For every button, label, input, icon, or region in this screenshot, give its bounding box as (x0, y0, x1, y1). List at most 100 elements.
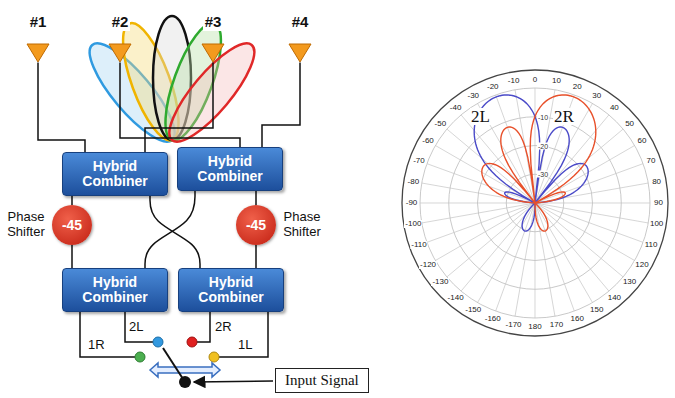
angle-label: -100 (404, 220, 422, 228)
antenna-number: #4 (290, 14, 311, 31)
switch-pivot (179, 376, 191, 388)
phase-shifter-label: Phase Shifter (4, 210, 48, 240)
antenna-number: #2 (110, 14, 131, 31)
plot-border (402, 70, 668, 336)
connector (71, 245, 73, 268)
grid-spoke (535, 129, 623, 203)
angle-label: -130 (431, 278, 449, 286)
radial-scale-label: -10 (537, 113, 549, 120)
antenna-symbol (288, 43, 312, 63)
antenna-element: #4 (284, 14, 316, 63)
antenna-element: #1 (22, 14, 54, 63)
connector (71, 196, 73, 205)
angle-label: -50 (434, 120, 448, 128)
hybrid-combiner-box: Hybrid Combiner (62, 152, 168, 196)
polar-plot (402, 70, 668, 336)
antenna-triangle (202, 44, 224, 62)
port-dot (187, 337, 197, 347)
node-text: Hybrid Combiner (184, 154, 276, 185)
antenna-symbol (201, 43, 225, 63)
angle-label: -140 (447, 294, 465, 302)
beam-label: 2R (553, 108, 575, 125)
grid-spoke (420, 203, 535, 204)
angle-label: 110 (644, 241, 659, 249)
connector (38, 63, 85, 153)
grid-spoke (535, 203, 574, 311)
grid-spoke (478, 203, 536, 303)
angle-label: -160 (484, 315, 502, 323)
connector (145, 63, 213, 153)
angle-label: -40 (449, 104, 463, 112)
antenna-symbol (26, 43, 50, 63)
grid-spoke (535, 203, 555, 316)
angle-label: 170 (549, 321, 564, 329)
angle-label: 40 (609, 104, 620, 112)
port-wire (80, 312, 135, 357)
input-box: Input Signal (275, 368, 369, 393)
port-label: 1R (88, 338, 105, 352)
grid-spoke (535, 88, 536, 203)
port-label: 2L (129, 320, 143, 334)
angle-label: -10 (507, 77, 521, 85)
node-text: Hybrid Combiner (185, 275, 277, 306)
angle-label: 100 (649, 220, 664, 228)
angle-label: 130 (622, 278, 637, 286)
switch-lever (163, 348, 185, 382)
grid-spoke (427, 203, 535, 242)
angle-label: 120 (634, 261, 649, 269)
antenna-triangle (289, 44, 311, 62)
grid-spoke (447, 203, 535, 277)
hybrid-combiner-box: Hybrid Combiner (177, 147, 283, 191)
switch-arrow (150, 363, 220, 377)
grid-ring (420, 88, 650, 318)
antenna-triangle (27, 44, 49, 62)
grid-spoke (535, 203, 609, 291)
node-text: Hybrid Combiner (69, 159, 161, 190)
port-wire (219, 312, 268, 357)
phase-shifter-circle: -45Phase Shifter (236, 205, 276, 245)
port-dot (153, 337, 163, 347)
angle-label: 60 (637, 137, 648, 145)
connector (120, 63, 240, 148)
grid-spoke (535, 203, 650, 204)
angle-label: 30 (591, 92, 602, 100)
connector (255, 245, 257, 268)
angle-label: -120 (419, 261, 437, 269)
angle-label: -150 (464, 306, 482, 314)
port-wire (197, 312, 210, 342)
angle-label: 80 (651, 178, 662, 186)
beam-lobes (78, 16, 267, 152)
angle-label: -30 (466, 92, 480, 100)
grid-spoke (535, 203, 536, 318)
phase-shifter-label: Phase Shifter (280, 210, 324, 240)
angle-label: -80 (407, 178, 421, 186)
connector (262, 63, 300, 148)
node-text: Input Signal (285, 372, 359, 389)
input-arrow (194, 381, 273, 382)
port-dot (135, 352, 145, 362)
angle-label: 150 (589, 306, 604, 314)
angle-label: 90 (653, 199, 664, 207)
antenna-element: #2 (104, 14, 136, 63)
antenna-number: #1 (28, 14, 49, 31)
hybrid-combiner-box: Hybrid Combiner (178, 268, 284, 312)
port-wires (80, 312, 268, 357)
node-text: -45 (246, 218, 266, 232)
beam-lobe (157, 33, 266, 152)
grid-spoke (535, 203, 635, 261)
port-dot (209, 352, 219, 362)
connector (145, 191, 195, 268)
antenna-symbol (108, 43, 132, 63)
radial-scale-label: -20 (537, 142, 549, 149)
phase-shifter-circle: -45Phase Shifter (52, 205, 92, 245)
node-text: Hybrid Combiner (69, 275, 161, 306)
radial-scale-label: -30 (537, 171, 549, 178)
connector (150, 196, 200, 268)
hybrid-combiner-box: Hybrid Combiner (62, 268, 168, 312)
angle-label: -90 (405, 199, 419, 207)
grid-spoke (422, 203, 535, 223)
antenna-number: #3 (203, 14, 224, 31)
antenna-element: #3 (197, 14, 229, 63)
port-wire (125, 312, 153, 342)
